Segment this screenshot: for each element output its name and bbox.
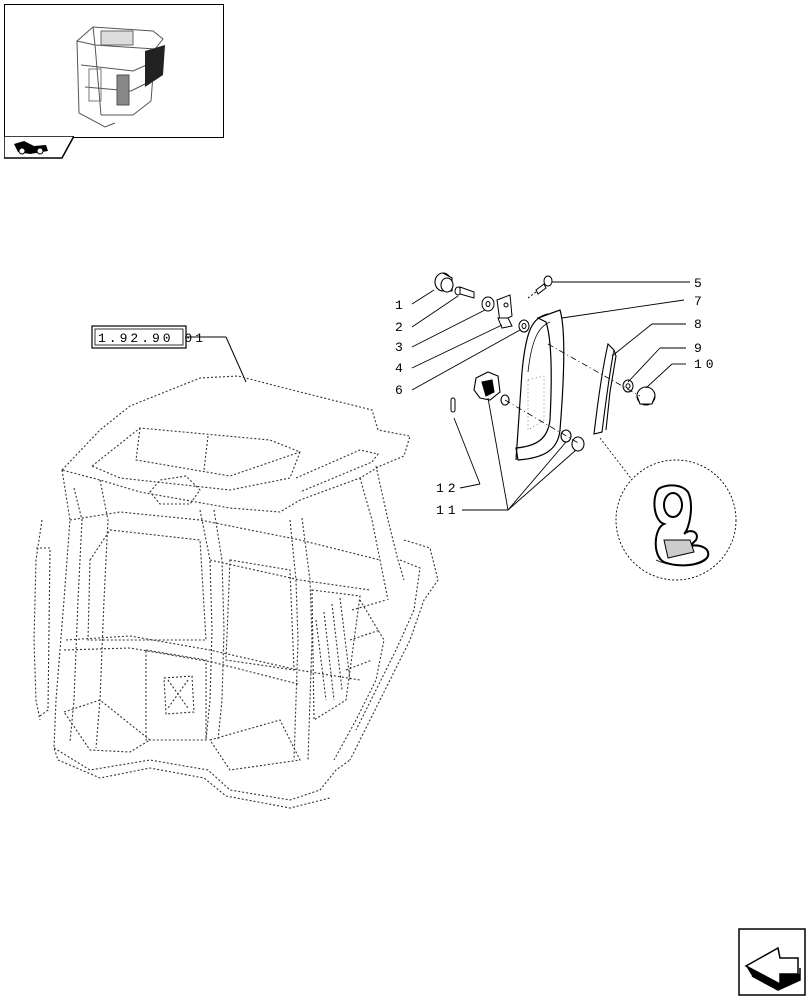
part-6-spacer[interactable]: [518, 319, 530, 333]
callout-12: 12: [436, 481, 460, 496]
part-7-glass-panel[interactable]: [515, 309, 565, 461]
part-10-cap[interactable]: [636, 386, 656, 406]
callout-11: 11: [436, 503, 460, 518]
callout-10: 10: [694, 357, 718, 372]
callout-9: 9: [694, 341, 706, 356]
cab-thumbnail: [4, 4, 224, 138]
next-page-button[interactable]: [738, 928, 806, 996]
cab-thumbnail-icon: [75, 26, 165, 128]
part-4-bracket[interactable]: [496, 294, 513, 329]
tractor-section-icon: [3, 135, 76, 159]
part-1-cap[interactable]: [434, 272, 454, 293]
part-9-washer[interactable]: [622, 379, 634, 393]
callout-2: 2: [395, 320, 407, 335]
callout-7: 7: [694, 294, 706, 309]
reference-label: 1.92.90 01: [98, 331, 206, 346]
reference-callout[interactable]: 1.92.90 01: [91, 325, 247, 383]
callout-8: 8: [694, 317, 706, 332]
cab-frame: [33, 375, 439, 809]
seal-profile-detail[interactable]: [599, 437, 737, 581]
callout-1: 1: [395, 298, 407, 313]
part-8-seal-strip[interactable]: [593, 342, 617, 435]
part-5-bolt[interactable]: [527, 275, 553, 299]
callout-6: 6: [395, 383, 407, 398]
callout-5: 5: [694, 276, 706, 291]
callout-3: 3: [395, 340, 407, 355]
section-tab[interactable]: [3, 135, 76, 160]
part-12-pin[interactable]: [450, 397, 456, 413]
part-3-washer[interactable]: [481, 296, 495, 312]
part-2-screw[interactable]: [454, 286, 475, 299]
callout-4: 4: [395, 361, 407, 376]
assembly-axis: [504, 343, 641, 445]
next-page-arrow-icon: [738, 928, 806, 996]
leader-lines: [411, 281, 690, 511]
